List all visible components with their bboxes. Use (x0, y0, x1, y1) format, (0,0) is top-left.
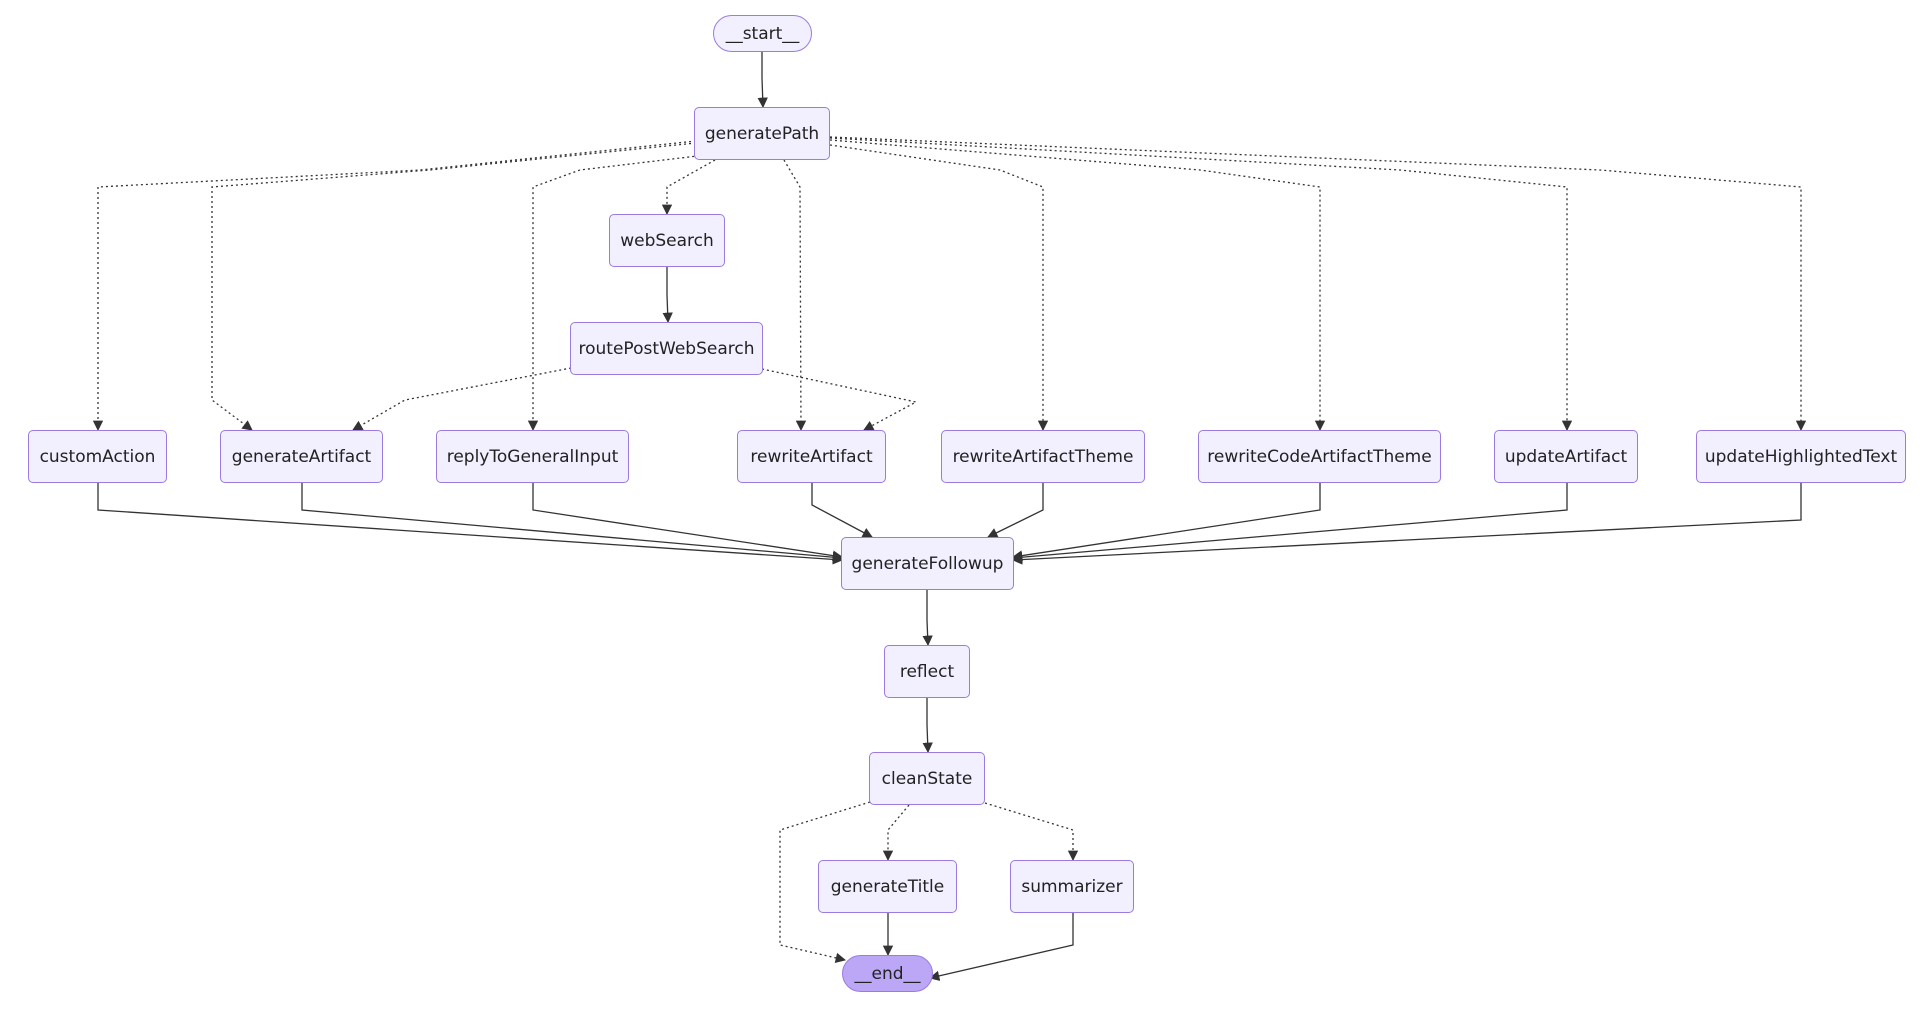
node-label: replyToGeneralInput (446, 446, 619, 467)
edge-generatePath-to-updateHighlightedText (829, 136, 1807, 432)
node-label: rewriteArtifactTheme (952, 446, 1134, 467)
node-label: reflect (899, 661, 955, 682)
node-label: generateTitle (830, 876, 945, 897)
node-label: cleanState (881, 768, 973, 789)
node-webSearch[interactable]: webSearch (609, 214, 725, 267)
edge-generateFollowup-to-reflect (922, 590, 933, 647)
node-label: generatePath (704, 123, 820, 144)
edge-customAction-to-generateFollowup (97, 483, 844, 565)
node-generateFollowup[interactable]: generateFollowup (841, 537, 1014, 590)
node-generateArtifact[interactable]: generateArtifact (220, 430, 383, 483)
node-rewriteCodeArtifactTheme[interactable]: rewriteCodeArtifactTheme (1198, 430, 1441, 483)
node-reflect[interactable]: reflect (884, 645, 970, 698)
edge-replyToGeneralInput-to-generateFollowup (532, 483, 844, 561)
node-label: __start__ (725, 23, 800, 44)
edge-generatePath-to-rewriteArtifact (783, 159, 807, 432)
edge-cleanState-to-end (779, 801, 871, 963)
node-label: customAction (39, 446, 156, 467)
edge-routePostWebSearch-to-rewriteArtifact (761, 368, 918, 431)
node-label: summarizer (1021, 876, 1123, 897)
node-customAction[interactable]: customAction (28, 430, 167, 483)
node-cleanState[interactable]: cleanState (869, 752, 985, 805)
node-label: generateFollowup (851, 553, 1004, 574)
edge-routePostWebSearch-to-generateArtifact (352, 367, 572, 431)
edge-updateHighlightedText-to-generateFollowup (1011, 483, 1802, 565)
edge-updateArtifact-to-generateFollowup (1011, 483, 1568, 563)
edge-generatePath-to-rewriteCodeArtifactTheme (829, 139, 1326, 432)
node-updateHighlightedText[interactable]: updateHighlightedText (1696, 430, 1906, 483)
node-summarizer[interactable]: summarizer (1010, 860, 1134, 913)
node-label: __end__ (854, 963, 921, 984)
edge-rewriteArtifact-to-generateFollowup (811, 483, 873, 538)
node-replyToGeneralInput[interactable]: replyToGeneralInput (436, 430, 629, 483)
edge-generatePath-to-customAction (92, 140, 697, 432)
node-generatePath[interactable]: generatePath (694, 107, 830, 160)
node-label: rewriteArtifact (750, 446, 873, 467)
edge-generatePath-to-replyToGeneralInput (527, 153, 715, 432)
node-label: updateHighlightedText (1704, 446, 1898, 467)
edge-rewriteCodeArtifactTheme-to-generateFollowup (1011, 483, 1321, 561)
node-label: generateArtifact (231, 446, 372, 467)
edge-cleanState-to-summarizer (984, 802, 1079, 862)
node-end[interactable]: __end__ (842, 955, 933, 992)
node-rewriteArtifactTheme[interactable]: rewriteArtifactTheme (941, 430, 1145, 483)
edge-generateArtifact-to-generateFollowup (301, 483, 844, 563)
edge-reflect-to-cleanState (922, 698, 933, 754)
edge-generatePath-to-generateArtifact (211, 142, 697, 431)
edge-generatePath-to-webSearch (661, 159, 716, 216)
edge-start-to-generatePath (757, 52, 768, 109)
node-routePostWebSearch[interactable]: routePostWebSearch (570, 322, 763, 375)
edge-webSearch-to-routePostWebSearch (662, 267, 673, 324)
edge-summarizer-to-end (928, 913, 1074, 981)
node-rewriteArtifact[interactable]: rewriteArtifact (737, 430, 886, 483)
node-generateTitle[interactable]: generateTitle (818, 860, 957, 913)
node-start[interactable]: __start__ (713, 15, 812, 52)
node-label: routePostWebSearch (578, 338, 755, 359)
edge-generatePath-to-rewriteArtifactTheme (829, 144, 1049, 432)
edge-generatePath-to-updateArtifact (829, 137, 1573, 432)
node-label: rewriteCodeArtifactTheme (1207, 446, 1432, 467)
edge-cleanState-to-generateTitle (882, 804, 910, 862)
edge-rewriteArtifactTheme-to-generateFollowup (987, 483, 1044, 538)
node-updateArtifact[interactable]: updateArtifact (1494, 430, 1638, 483)
node-label: updateArtifact (1504, 446, 1628, 467)
node-label: webSearch (620, 230, 714, 251)
